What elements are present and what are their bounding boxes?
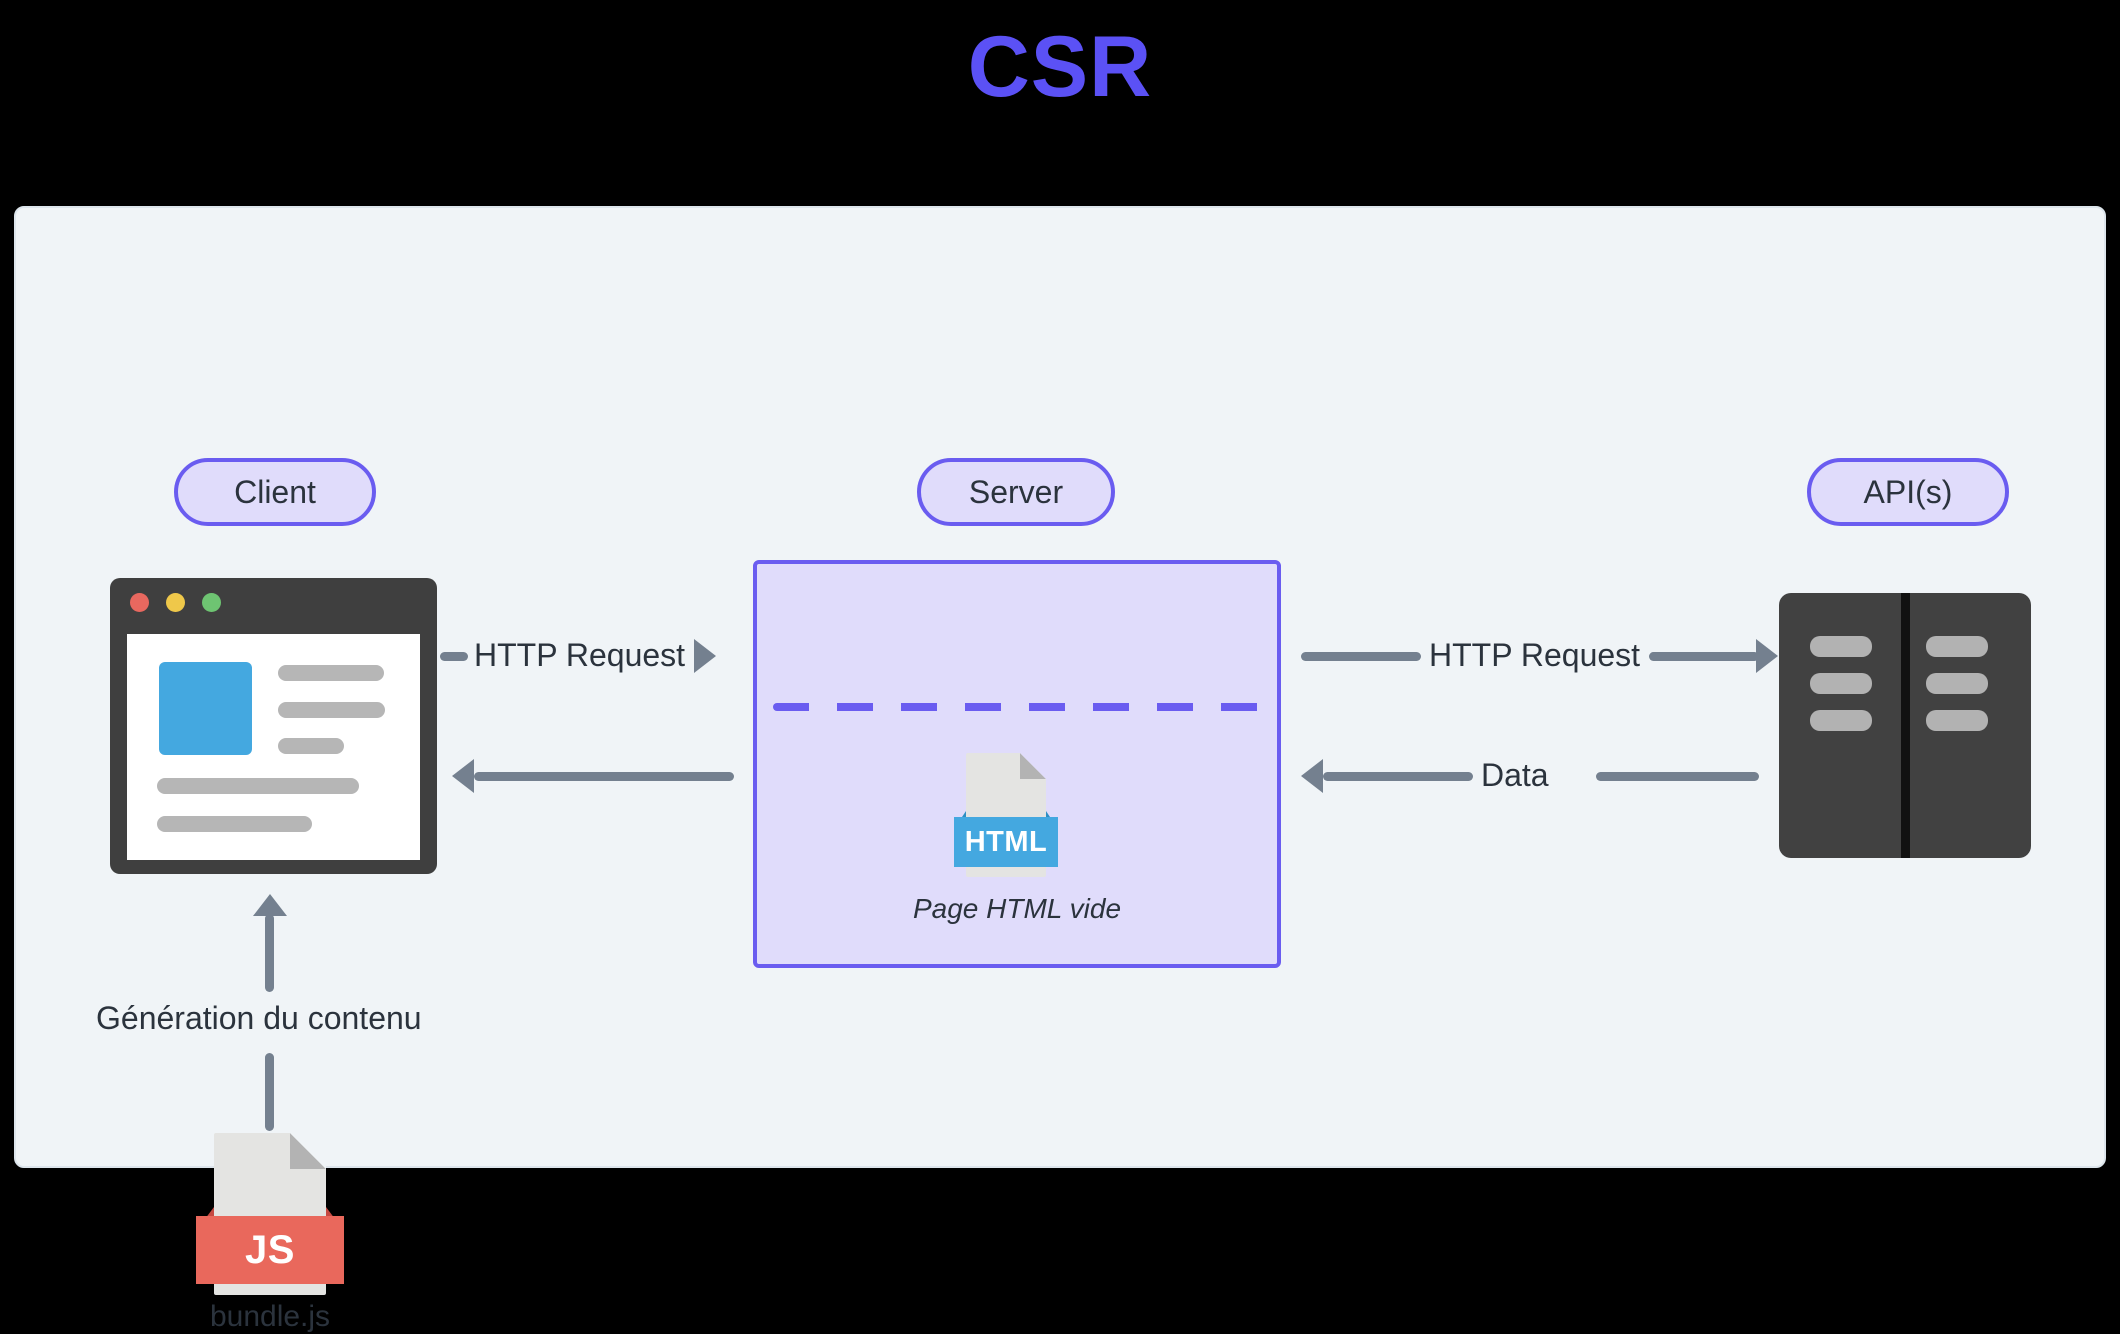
label-pill-api: API(s)	[1807, 458, 2009, 526]
arrow-api-to-server-head	[1301, 759, 1323, 793]
browser-window-icon	[110, 578, 437, 874]
text-line-placeholder	[278, 738, 344, 754]
close-dot-icon	[130, 593, 149, 612]
js-file-band-label: JS	[196, 1216, 344, 1284]
browser-page-content	[127, 634, 420, 860]
pill-server-label: Server	[968, 473, 1064, 510]
rack-slot-bar	[1926, 636, 1988, 657]
arrow-server-to-api-line-left	[1301, 652, 1421, 661]
arrow-client-to-server-line	[440, 652, 468, 661]
arrow-bundle-to-client-line-bottom	[265, 1053, 274, 1131]
text-line-placeholder	[278, 702, 385, 718]
arrow-bundle-to-client-head	[253, 894, 287, 916]
minimize-dot-icon	[166, 593, 185, 612]
html-file-icon: HTML	[954, 753, 1058, 877]
rack-divider	[1901, 593, 1910, 858]
image-placeholder	[159, 662, 252, 755]
arrow-server-to-client-head	[452, 759, 474, 793]
rack-slot-bar	[1926, 710, 1988, 731]
rack-slot-bar	[1810, 636, 1872, 657]
js-file-icon: JS	[196, 1133, 344, 1295]
bundle-caption: bundle.js	[209, 1300, 331, 1333]
diagram-canvas: CSR Client Server API(s)	[14, 19, 2106, 1333]
server-caption: Page HTML vide	[912, 893, 1122, 924]
arrow-api-to-server-line-left	[1323, 772, 1473, 781]
arrow-client-to-server-head	[694, 639, 716, 673]
pill-client-label: Client	[234, 473, 316, 510]
arrow-bundle-to-client-line-top	[265, 914, 274, 992]
api-server-rack-icon	[1779, 593, 2031, 858]
rack-slot-bar	[1810, 673, 1872, 694]
arrow-api-to-server-label: Data	[1481, 757, 1549, 793]
html-file-band-label: HTML	[954, 817, 1058, 867]
label-pill-client: Client	[174, 458, 376, 526]
pill-api-label: API(s)	[1863, 473, 1953, 510]
arrow-api-to-server-line-right	[1596, 772, 1759, 781]
rack-slot-bar	[1926, 673, 1988, 694]
diagram-panel: Client Server API(s)	[14, 206, 2106, 1333]
server-divider-dashed	[773, 703, 1265, 711]
text-line-placeholder	[278, 665, 384, 681]
arrow-server-to-client-line	[474, 772, 734, 781]
text-line-placeholder	[157, 778, 359, 794]
arrow-bundle-to-client-label: Génération du contenu	[96, 1000, 422, 1036]
rack-slot-bar	[1810, 710, 1872, 731]
arrow-client-to-server-label: HTTP Request	[474, 637, 686, 673]
maximize-dot-icon	[202, 593, 221, 612]
text-line-placeholder	[157, 816, 312, 832]
label-pill-server: Server	[917, 458, 1115, 526]
arrow-server-to-api-line-right	[1649, 652, 1759, 661]
diagram-title: CSR	[967, 19, 1153, 115]
arrow-server-to-api-head	[1756, 639, 1778, 673]
arrow-server-to-api-label: HTTP Request	[1429, 637, 1641, 673]
browser-titlebar	[110, 578, 437, 624]
